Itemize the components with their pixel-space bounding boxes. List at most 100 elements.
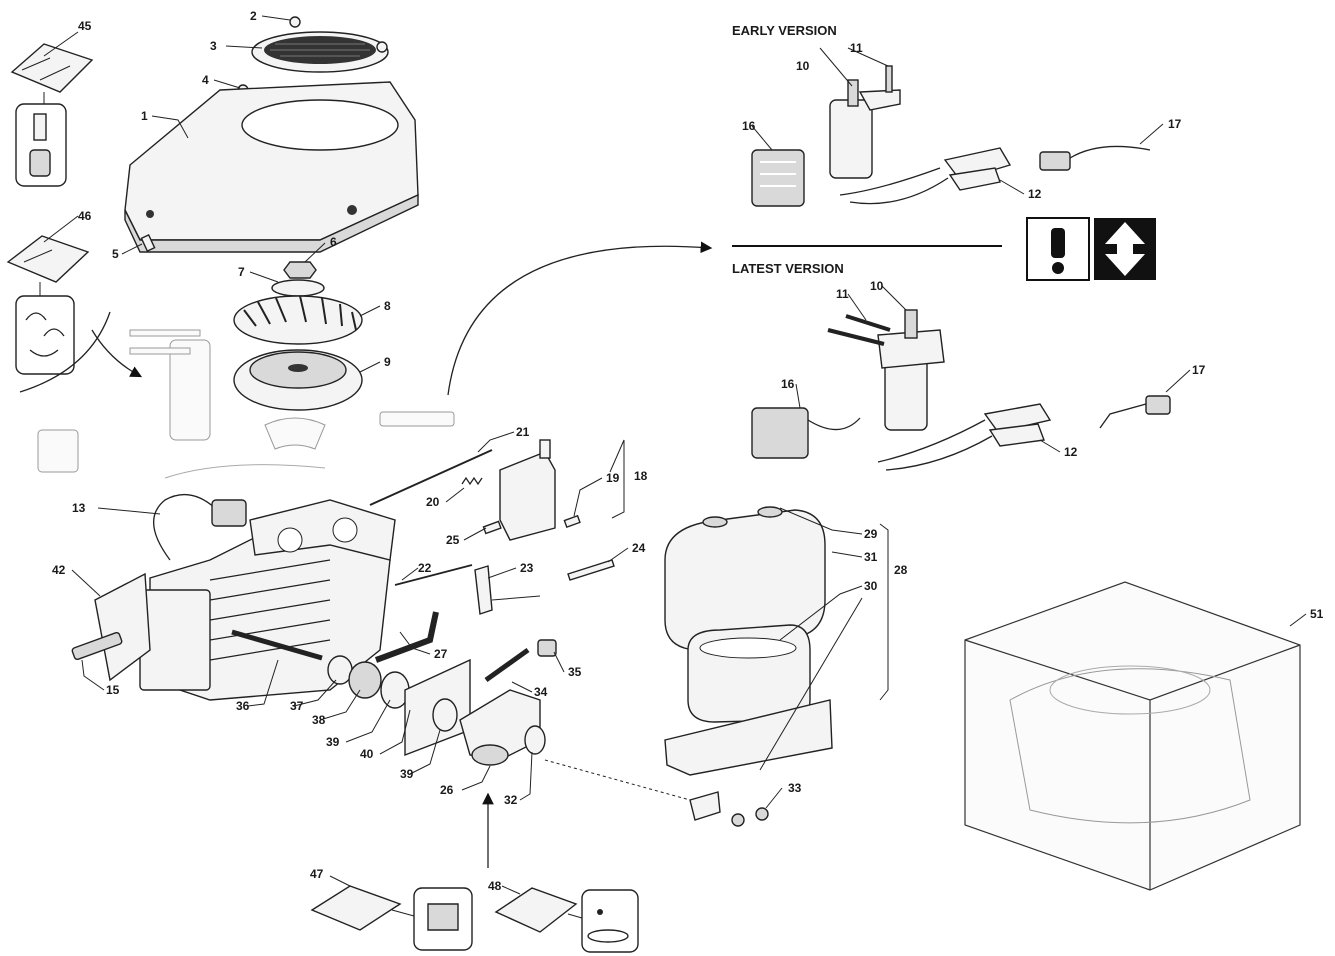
callout-42: 42 <box>52 563 66 577</box>
callout-39b: 39 <box>400 767 414 781</box>
part-rod-21 <box>369 449 493 506</box>
callout-51: 51 <box>1310 607 1324 621</box>
callout-10-early: 10 <box>796 59 810 73</box>
part-air-cover-31 <box>664 506 826 651</box>
latest-starter-10 <box>877 309 945 431</box>
kit-47-bag <box>310 885 473 951</box>
callout-31: 31 <box>864 550 878 564</box>
interchange-arrows-icon <box>1094 218 1156 280</box>
callout-10-latest: 10 <box>870 279 884 293</box>
callout-30: 30 <box>864 579 878 593</box>
callout-39a: 39 <box>326 735 340 749</box>
part-rod-22 <box>394 564 473 586</box>
part-filter-element-30 <box>687 624 811 723</box>
latest-connector-17 <box>1099 395 1171 429</box>
heading-latest-version: LATEST VERSION <box>732 261 844 276</box>
part-flywheel-9 <box>233 349 363 411</box>
callout-34: 34 <box>534 685 548 699</box>
callout-13: 13 <box>72 501 86 515</box>
callout-32: 32 <box>504 793 518 807</box>
kit-48-bag <box>494 887 639 953</box>
part-nut-6 <box>283 261 317 279</box>
callout-36: 36 <box>236 699 250 713</box>
callout-23: 23 <box>520 561 534 575</box>
callout-4: 4 <box>202 73 209 87</box>
part-gasket-39b <box>432 698 458 732</box>
callout-37: 37 <box>290 699 304 713</box>
part-blower-housing <box>124 81 419 253</box>
part-spring-20 <box>461 476 483 486</box>
warning-exclamation-icon <box>1026 217 1090 281</box>
callout-1: 1 <box>141 109 148 123</box>
early-coil-12 <box>839 147 1012 205</box>
part-filter-35 <box>537 639 557 657</box>
callout-26: 26 <box>440 783 454 797</box>
part-bracket-18 <box>499 439 556 541</box>
kit-46-bag <box>6 235 90 375</box>
early-connector-17 <box>1039 145 1151 171</box>
part-hose-34 <box>484 647 530 683</box>
part-strip-24 <box>567 559 615 581</box>
dashed-link <box>544 759 691 801</box>
part-screw-19 <box>563 514 581 529</box>
callout-12-latest: 12 <box>1064 445 1078 459</box>
ghost-ignition-parts <box>37 329 455 479</box>
callout-27: 27 <box>434 647 448 661</box>
callout-12-early: 12 <box>1028 187 1042 201</box>
callout-17-latest: 17 <box>1192 363 1206 377</box>
part-gasket-32 <box>524 725 546 755</box>
part-dipstick-36 <box>231 629 323 661</box>
latest-bolts-11 <box>827 314 891 346</box>
pointer-arrow-left <box>91 329 143 378</box>
kit-45-bag <box>10 43 94 187</box>
part-bolt-5 <box>140 234 156 252</box>
part-fan-8 <box>233 295 363 345</box>
callout-16-early: 16 <box>742 119 756 133</box>
early-bolt-11 <box>885 65 893 93</box>
callout-2: 2 <box>250 9 257 23</box>
callout-20: 20 <box>426 495 440 509</box>
part-spark-cable-13 <box>152 493 247 561</box>
callout-19: 19 <box>606 471 620 485</box>
part-bracket-42 <box>94 572 151 682</box>
part-lever-23 <box>474 565 541 615</box>
callout-29: 29 <box>864 527 878 541</box>
early-starter-10 <box>829 79 901 179</box>
part-nut-33 <box>689 791 769 827</box>
latest-rectifier-16 <box>751 407 861 459</box>
callout-47: 47 <box>310 867 324 881</box>
part-engine-block <box>139 499 396 701</box>
callout-11-latest: 11 <box>836 287 849 301</box>
part-engine-complete-51 <box>964 581 1301 891</box>
callout-9: 9 <box>384 355 391 369</box>
callout-17-early: 17 <box>1168 117 1182 131</box>
part-pipe-27 <box>374 611 439 663</box>
callout-33: 33 <box>788 781 802 795</box>
part-screen <box>237 16 389 96</box>
callout-24: 24 <box>632 541 646 555</box>
callout-15: 15 <box>106 683 120 697</box>
callout-16-latest: 16 <box>781 377 795 391</box>
leader-lines <box>43 15 1307 895</box>
part-spacer-38 <box>348 661 382 699</box>
callout-18: 18 <box>634 469 648 483</box>
callout-48: 48 <box>488 879 502 893</box>
part-sensor-15 <box>71 631 123 661</box>
callout-6: 6 <box>330 235 337 249</box>
callout-3: 3 <box>210 39 217 53</box>
early-rectifier-16 <box>751 149 805 207</box>
part-washer-7 <box>271 279 325 297</box>
callout-11-early: 11 <box>850 41 863 55</box>
callout-21: 21 <box>516 425 530 439</box>
callout-45: 45 <box>78 19 92 33</box>
heading-early-version: EARLY VERSION <box>732 23 837 38</box>
callout-22: 22 <box>418 561 432 575</box>
latest-coil-12 <box>877 403 1052 471</box>
part-screw-25 <box>482 520 502 535</box>
flow-arrow-icon <box>447 241 713 396</box>
pointer-curve <box>19 311 111 393</box>
part-carburetor-26 <box>459 689 541 766</box>
callout-40: 40 <box>360 747 374 761</box>
